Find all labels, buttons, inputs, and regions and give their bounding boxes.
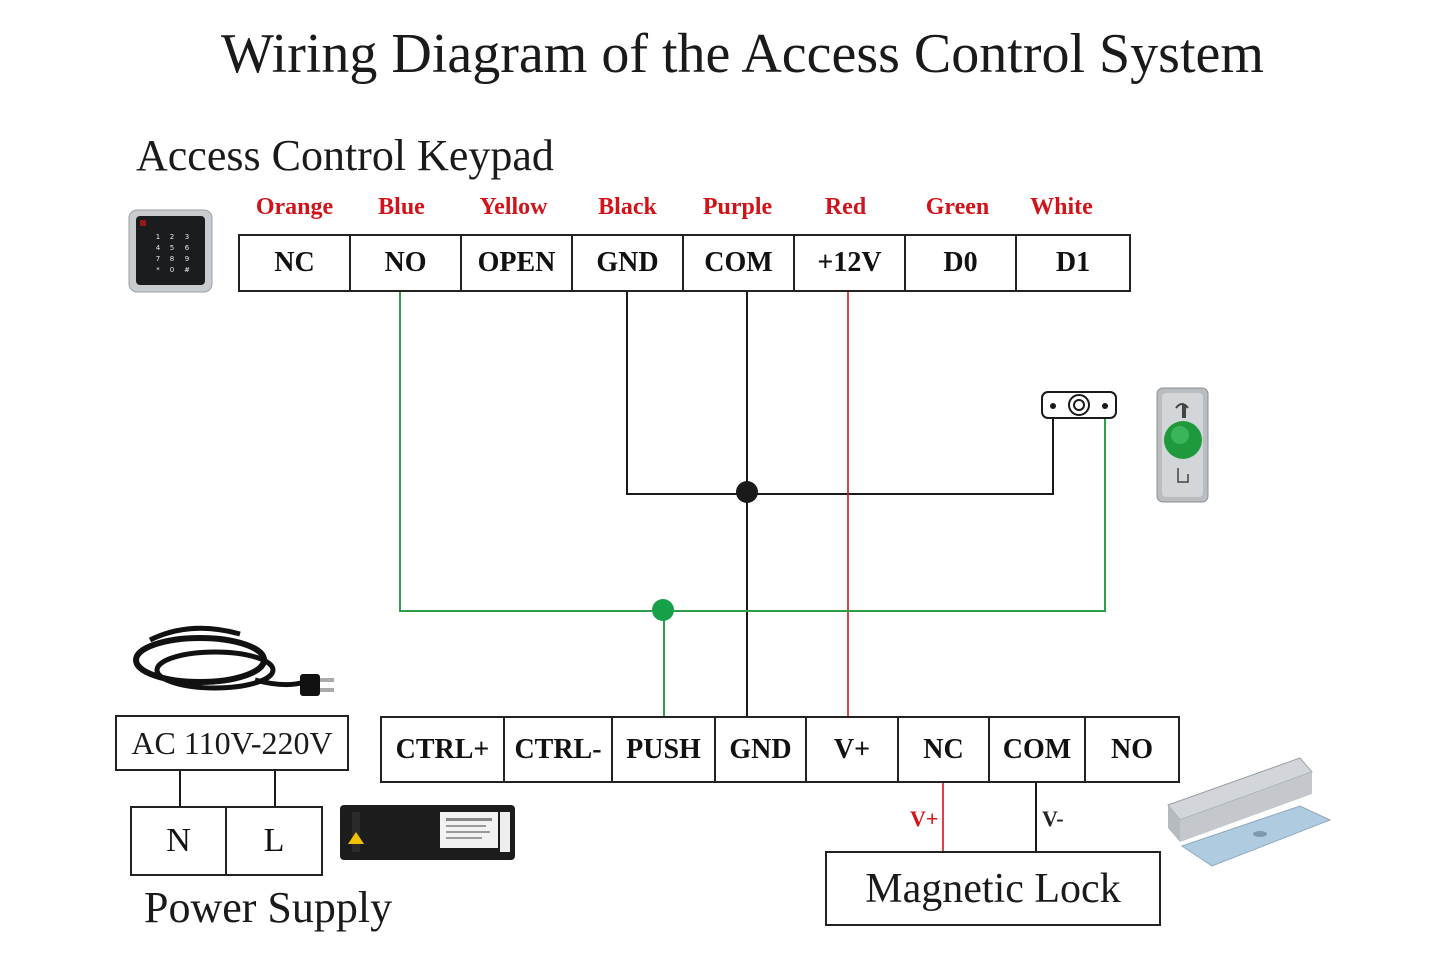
controller-terminal: NC — [899, 718, 990, 781]
keypad-key: * — [156, 266, 160, 274]
wire-gnd-keypad — [626, 292, 1054, 495]
magnetic-lock-box: Magnetic Lock — [825, 851, 1161, 926]
lock-vplus-label: V+ — [910, 806, 939, 831]
ac-input-box: AC 110V-220V — [115, 715, 349, 771]
keypad-key: 2 — [170, 233, 174, 241]
wire-color-label: Blue — [378, 194, 425, 220]
controller-terminal: PUSH — [613, 718, 716, 781]
keypad-key: 1 — [156, 233, 160, 241]
exit-button-icon — [1156, 387, 1209, 503]
keypad-terminal: NC — [240, 236, 351, 290]
controller-terminal: GND — [716, 718, 807, 781]
keypad-key: 6 — [185, 244, 190, 252]
wire-color-label: Green — [925, 194, 990, 220]
keypad-key: 0 — [170, 266, 174, 274]
keypad-device-icon: 1 2 3 4 5 6 7 8 9 * 0 # — [128, 209, 213, 293]
power-supply-unit-icon — [340, 805, 515, 860]
power-terminal-n: N — [132, 808, 227, 874]
page-title: Wiring Diagram of the Access Control Sys… — [221, 23, 1264, 85]
wire-color-label: Red — [824, 194, 867, 220]
keypad-terminal: COM — [684, 236, 795, 290]
power-terminal-block: N L — [130, 806, 323, 876]
keypad-key: 7 — [156, 255, 160, 263]
controller-terminal: CTRL- — [505, 718, 613, 781]
wire-no-to-push — [399, 292, 1106, 612]
keypad-key: 8 — [170, 255, 174, 263]
wire-color-label: Orange — [255, 194, 334, 220]
wire-color-label: Purple — [702, 194, 773, 220]
lock-vminus-label: V- — [1042, 806, 1064, 831]
keypad-key: # — [184, 266, 190, 274]
controller-terminal: COM — [990, 718, 1086, 781]
keypad-terminal: NO — [351, 236, 462, 290]
keypad-terminal: D1 — [1055, 247, 1091, 278]
controller-terminal: NO — [1111, 733, 1153, 765]
keypad-key: 3 — [185, 233, 189, 241]
controller-terminal-block: CTRL+ CTRL- PUSH GND V+ NC COM NO — [380, 716, 1180, 783]
keypad-terminal: GND — [573, 236, 684, 290]
wire-color-label: Yellow — [479, 194, 548, 220]
keypad-key: 4 — [156, 244, 161, 252]
keypad-terminal: OPEN — [462, 236, 573, 290]
wire-color-label: Black — [598, 194, 657, 220]
keypad-section-label: Access Control Keypad — [136, 131, 554, 180]
wire-color-label: White — [1030, 194, 1093, 220]
power-terminal-l: L — [263, 822, 285, 859]
power-supply-label: Power Supply — [144, 883, 393, 932]
keypad-terminal: +12V — [795, 236, 906, 290]
keypad-terminal-block: NC NO OPEN GND COM +12V D0 D1 — [238, 234, 1131, 292]
keypad-key: 9 — [185, 255, 189, 263]
junction-push — [652, 599, 674, 621]
controller-terminal: V+ — [807, 718, 899, 781]
controller-terminal: CTRL+ — [382, 718, 505, 781]
magnetic-lock-icon — [1167, 757, 1332, 867]
exit-button-terminal-icon — [1041, 391, 1117, 419]
power-cord-icon — [133, 625, 334, 696]
keypad-key: 5 — [170, 244, 174, 252]
keypad-terminal: D0 — [906, 236, 1017, 290]
junction-gnd — [736, 481, 758, 503]
